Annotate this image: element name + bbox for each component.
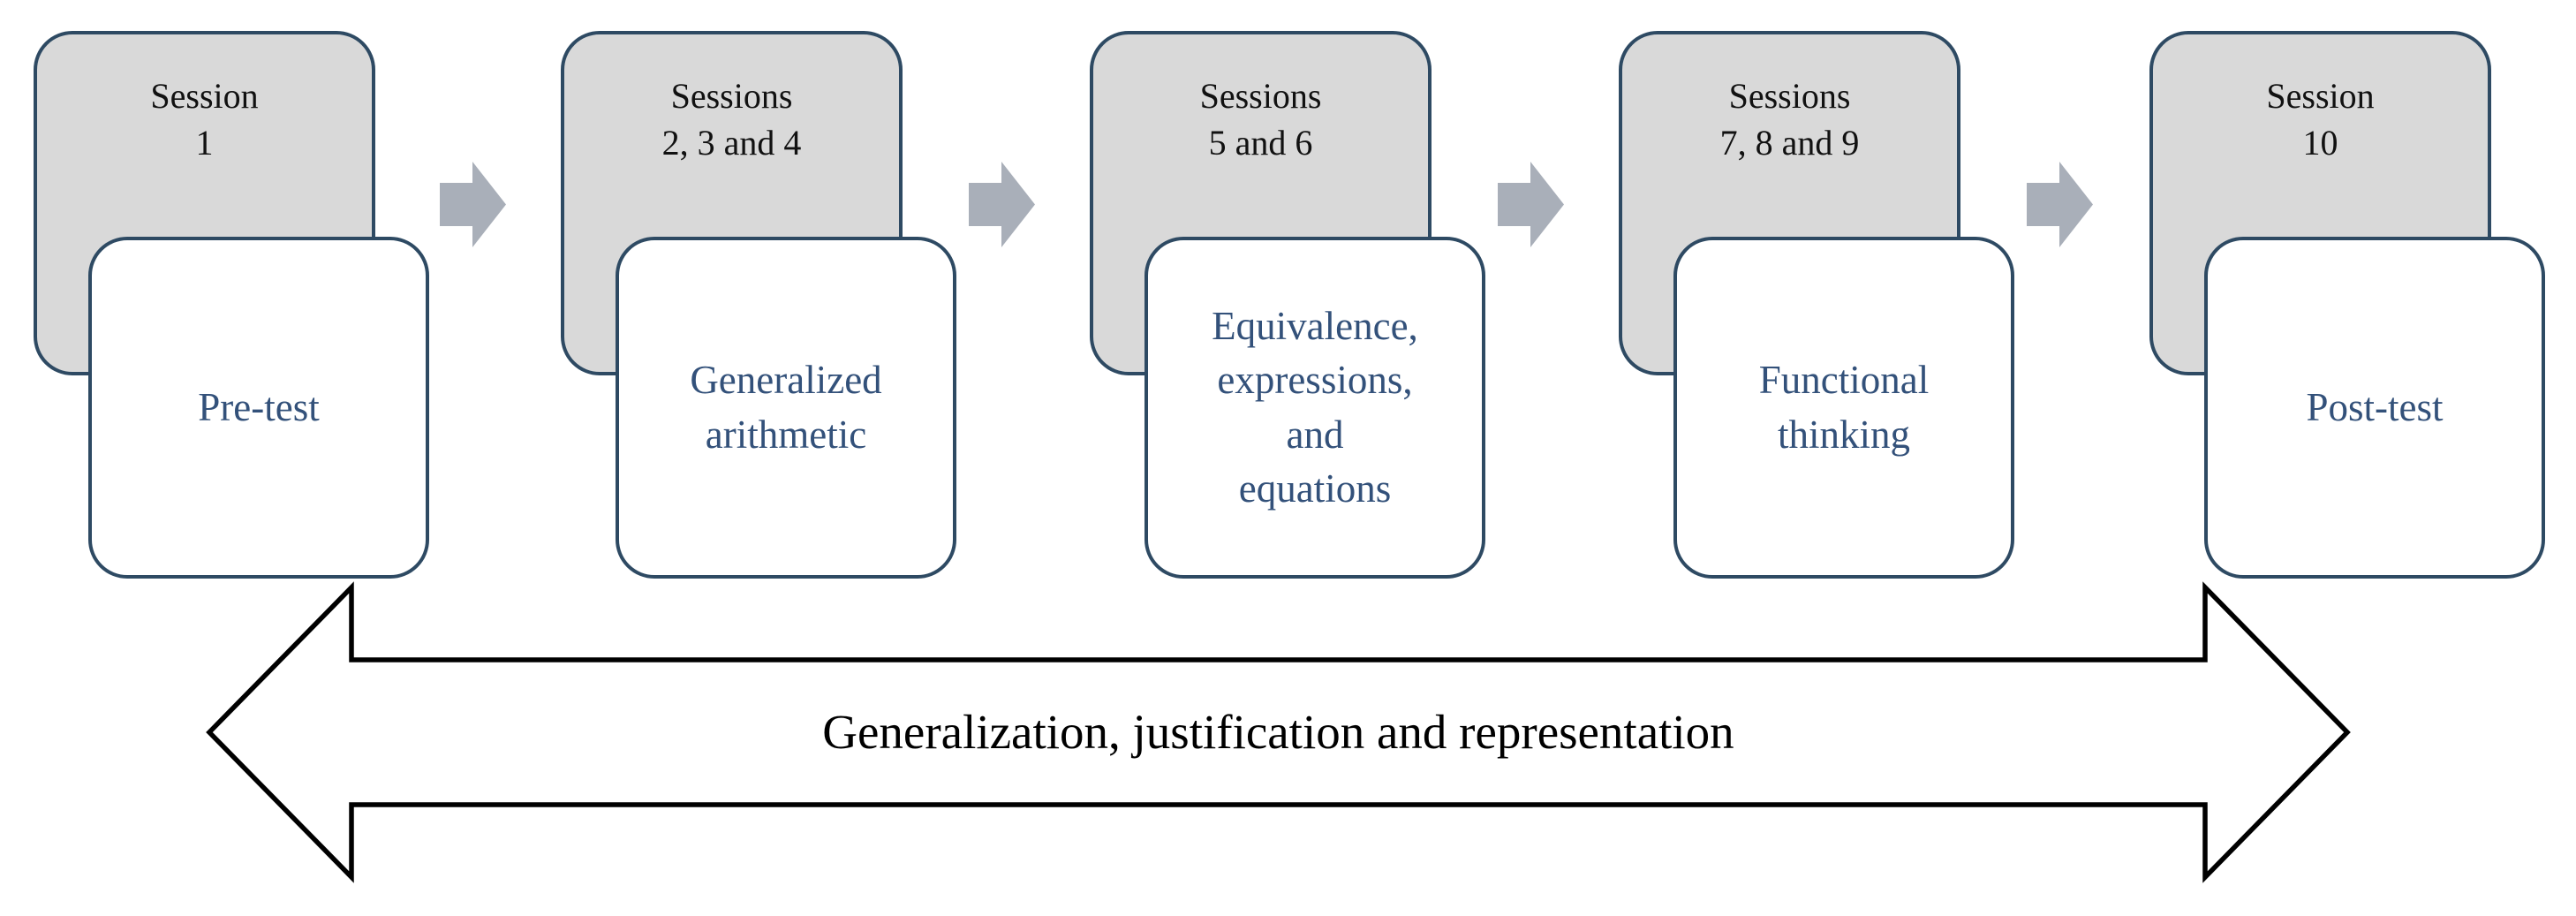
session-group: Sessions 5 and 6 Equivalence, expression… — [1090, 0, 1485, 583]
topic-label: Functional thinking — [1758, 358, 1930, 457]
flow-arrow-icon — [969, 162, 1035, 247]
session-label: Sessions 7, 8 and 9 — [1719, 76, 1860, 163]
flow-arrow-icon — [2027, 162, 2093, 247]
topic-label: Generalized arithmetic — [690, 358, 882, 457]
session-label: Sessions 2, 3 and 4 — [661, 76, 802, 163]
session-group: Session 10 Post-test — [2149, 0, 2545, 583]
banner-label: Generalization, justification and repres… — [822, 705, 1734, 759]
topic-label: Equivalence, expressions, and equations — [1212, 304, 1418, 511]
topic-card: Equivalence, expressions, and equations — [1144, 237, 1485, 579]
topic-card: Generalized arithmetic — [616, 237, 956, 579]
session-group: Sessions 7, 8 and 9 Functional thinking — [1619, 0, 2014, 583]
topic-label: Post-test — [2306, 384, 2444, 429]
session-label: Session 1 — [150, 76, 259, 163]
topic-label: Pre-test — [198, 384, 320, 429]
double-headed-arrow-shape — [206, 581, 2351, 883]
session-label: Session 10 — [2266, 76, 2375, 163]
topic-card: Post-test — [2204, 237, 2545, 579]
session-group: Sessions 2, 3 and 4 Generalized arithmet… — [561, 0, 956, 583]
session-group: Session 1 Pre-test — [34, 0, 429, 583]
topic-card: Functional thinking — [1673, 237, 2014, 579]
topic-card: Pre-test — [88, 237, 429, 579]
flow-arrow-icon — [440, 162, 506, 247]
flow-arrow-icon — [1498, 162, 1564, 247]
session-label: Sessions 5 and 6 — [1199, 76, 1322, 163]
